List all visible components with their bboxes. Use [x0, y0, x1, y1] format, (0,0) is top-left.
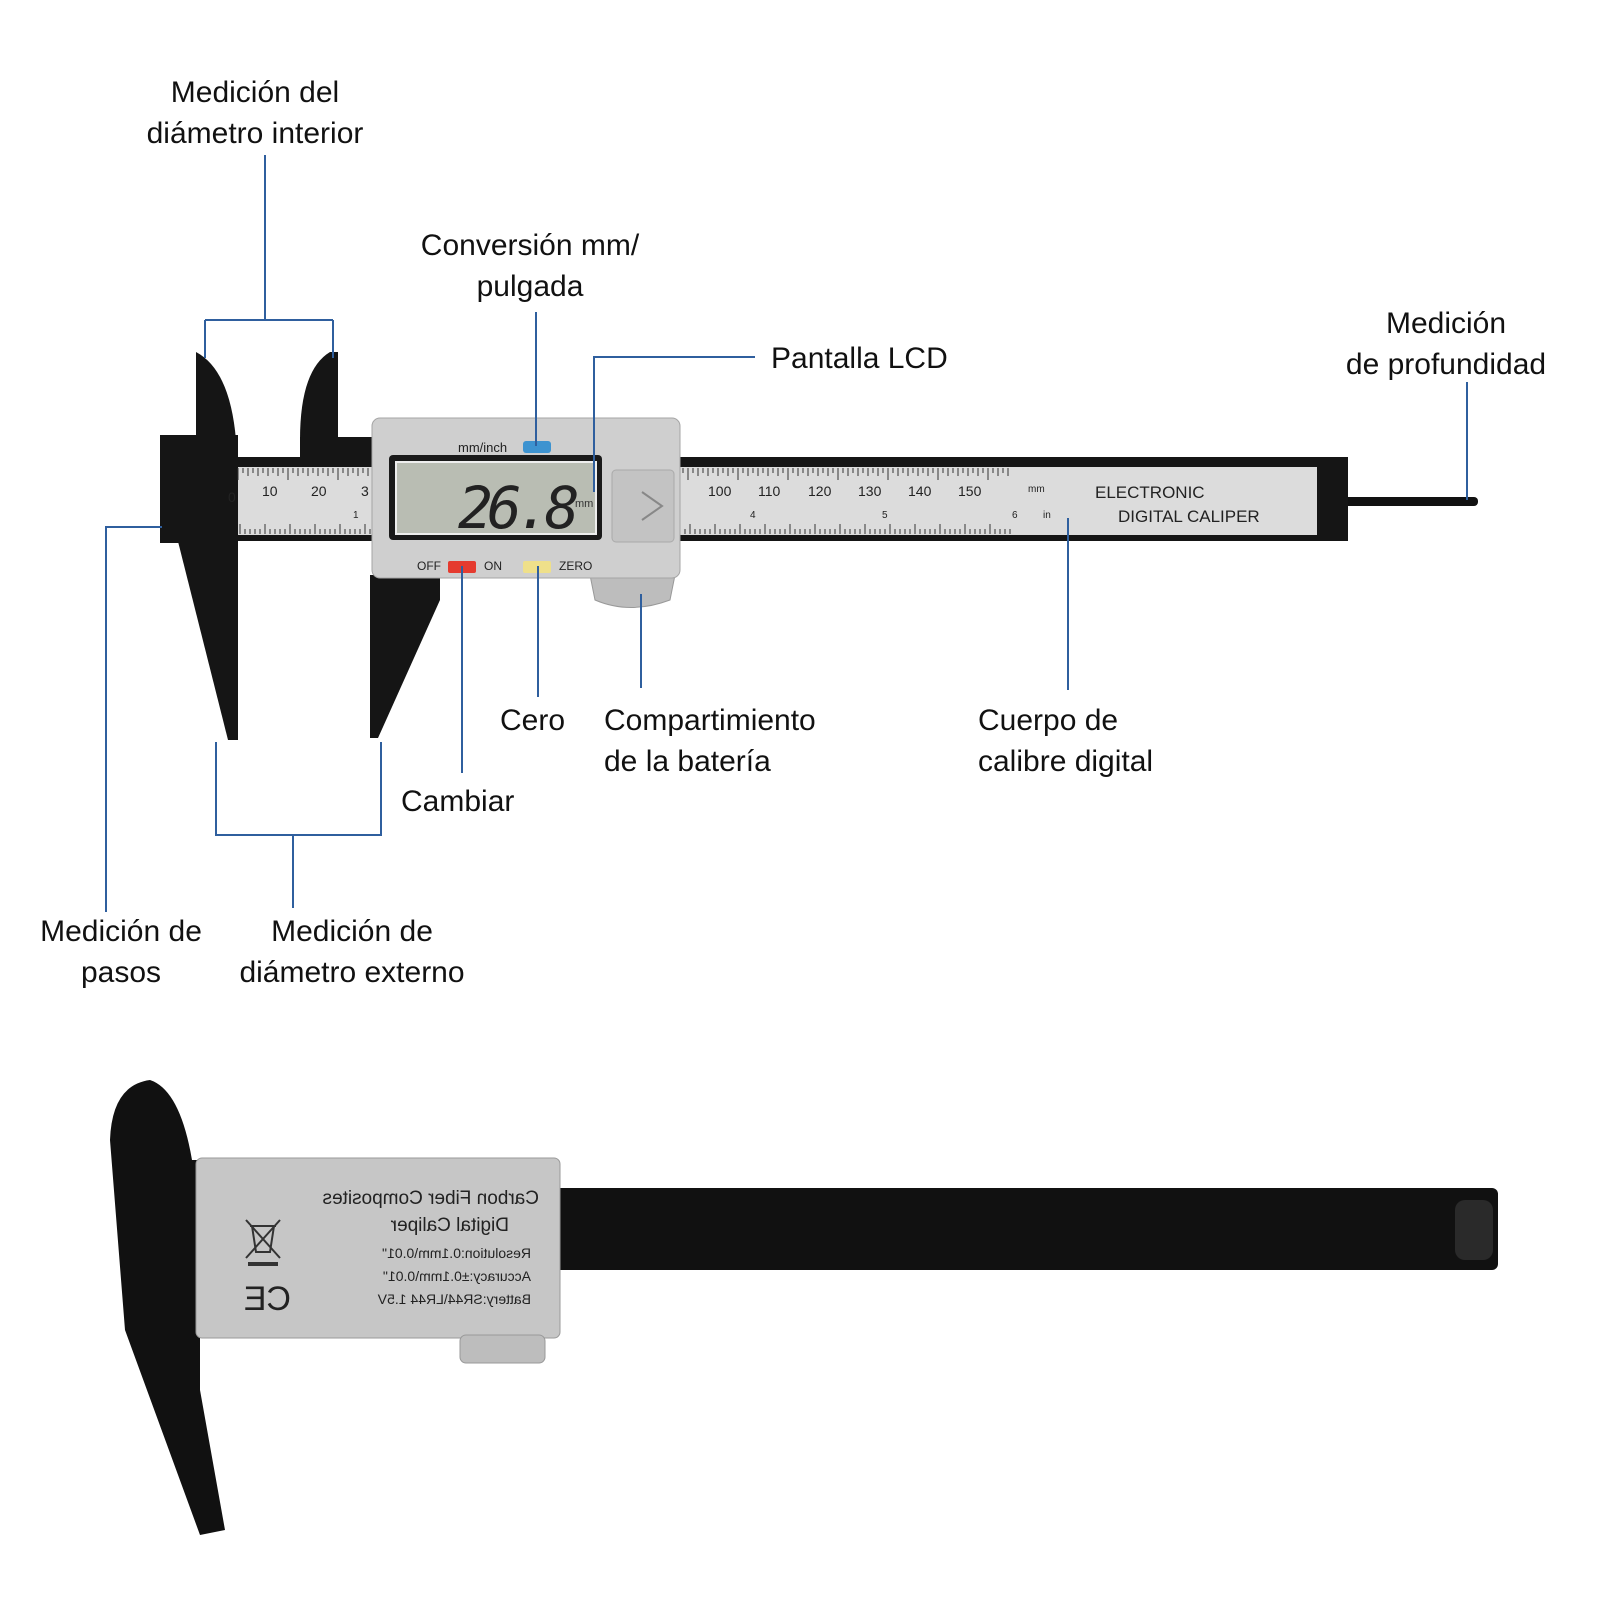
label-depth: Medición — [1386, 307, 1506, 340]
label-body: Cuerpo de — [978, 704, 1118, 737]
on-label: ON — [484, 559, 502, 573]
lcd-unit: mm — [575, 498, 593, 510]
label-zero: Cero — [500, 704, 565, 737]
label-conversion: pulgada — [477, 270, 584, 303]
label-inner-diameter: Medición del — [171, 76, 339, 109]
battery-compartment — [589, 574, 676, 608]
label-battery: de la batería — [604, 745, 771, 778]
inch-number: 1 — [353, 510, 359, 521]
zero-label: ZERO — [559, 559, 592, 573]
scale-number: 130 — [858, 483, 882, 499]
depth-rod — [1340, 497, 1478, 506]
brand-line2: DIGITAL CALIPER — [1118, 507, 1260, 526]
inch-number: 6 — [1012, 510, 1018, 521]
scale-number: 20 — [311, 483, 327, 499]
slider-inner-jaw — [300, 352, 338, 440]
unit-button[interactable] — [523, 441, 551, 453]
scale-number: 110 — [758, 483, 781, 499]
inch-number: 4 — [750, 510, 756, 521]
slider-outer-jaw — [370, 575, 440, 738]
back-label-line: Resolution:0.1mm\0.01" — [382, 1245, 531, 1261]
label-switch: Cambiar — [401, 785, 514, 818]
brand-line1: ELECTRONIC — [1095, 483, 1205, 502]
back-caliper: Carbon Fiber Composites Digital Caliper … — [110, 1080, 1498, 1535]
leader-lines — [105, 155, 1468, 912]
label-battery: Compartimiento — [604, 704, 816, 737]
unit-button-label: mm/inch — [458, 440, 507, 455]
scale-number: 10 — [262, 483, 278, 499]
lcd-screen — [395, 461, 597, 535]
label-conversion: Conversión mm/ — [421, 229, 640, 262]
label-inner-diameter: diámetro interior — [147, 117, 364, 150]
back-label-line: Battery:SR44\LR44 1.5V — [377, 1291, 531, 1307]
scale-number: 0 — [228, 489, 236, 505]
ce-mark: CE — [244, 1280, 291, 1318]
scale-number: 150 — [958, 483, 982, 499]
back-label-line: Accuracy:±0.1mm\0.01" — [383, 1268, 531, 1284]
inch-number: 5 — [882, 510, 888, 521]
back-slider — [195, 1157, 561, 1339]
in-label: in — [1043, 510, 1051, 521]
front-caliper: 0 10 20 3 100 110 120 130 140 150 1 4 5 … — [160, 352, 1478, 740]
thumb-grip — [611, 469, 675, 543]
label-step: pasos — [81, 956, 161, 989]
scale-number: 120 — [808, 483, 832, 499]
scale-number: 100 — [708, 483, 732, 499]
label-step: Medición de — [40, 915, 202, 948]
lcd-reading: 26.8 — [458, 474, 577, 542]
scale-number: 140 — [908, 483, 932, 499]
label-outer-diameter: diámetro externo — [239, 956, 464, 989]
callouts: Medición del diámetro interior Conversió… — [40, 76, 1546, 989]
mm-label: mm — [1028, 484, 1045, 495]
arrow-icon — [641, 491, 664, 521]
label-depth: de profundidad — [1346, 348, 1546, 381]
label-outer-diameter: Medición de — [271, 915, 433, 948]
off-label: OFF — [417, 559, 441, 573]
back-label-line: Digital Caliper — [390, 1215, 509, 1236]
back-label-line: Carbon Fiber Composites — [323, 1188, 539, 1209]
back-beam — [545, 1188, 1498, 1270]
fixed-inner-jaw — [196, 352, 236, 440]
label-lcd: Pantalla LCD — [771, 342, 948, 375]
scale-ticks — [237, 468, 1011, 534]
label-body: calibre digital — [978, 745, 1153, 778]
scale-number: 3 — [361, 483, 369, 499]
weee-bin-icon — [245, 1219, 281, 1266]
mirrored-label: Carbon Fiber Composites Digital Caliper … — [244, 1188, 539, 1318]
